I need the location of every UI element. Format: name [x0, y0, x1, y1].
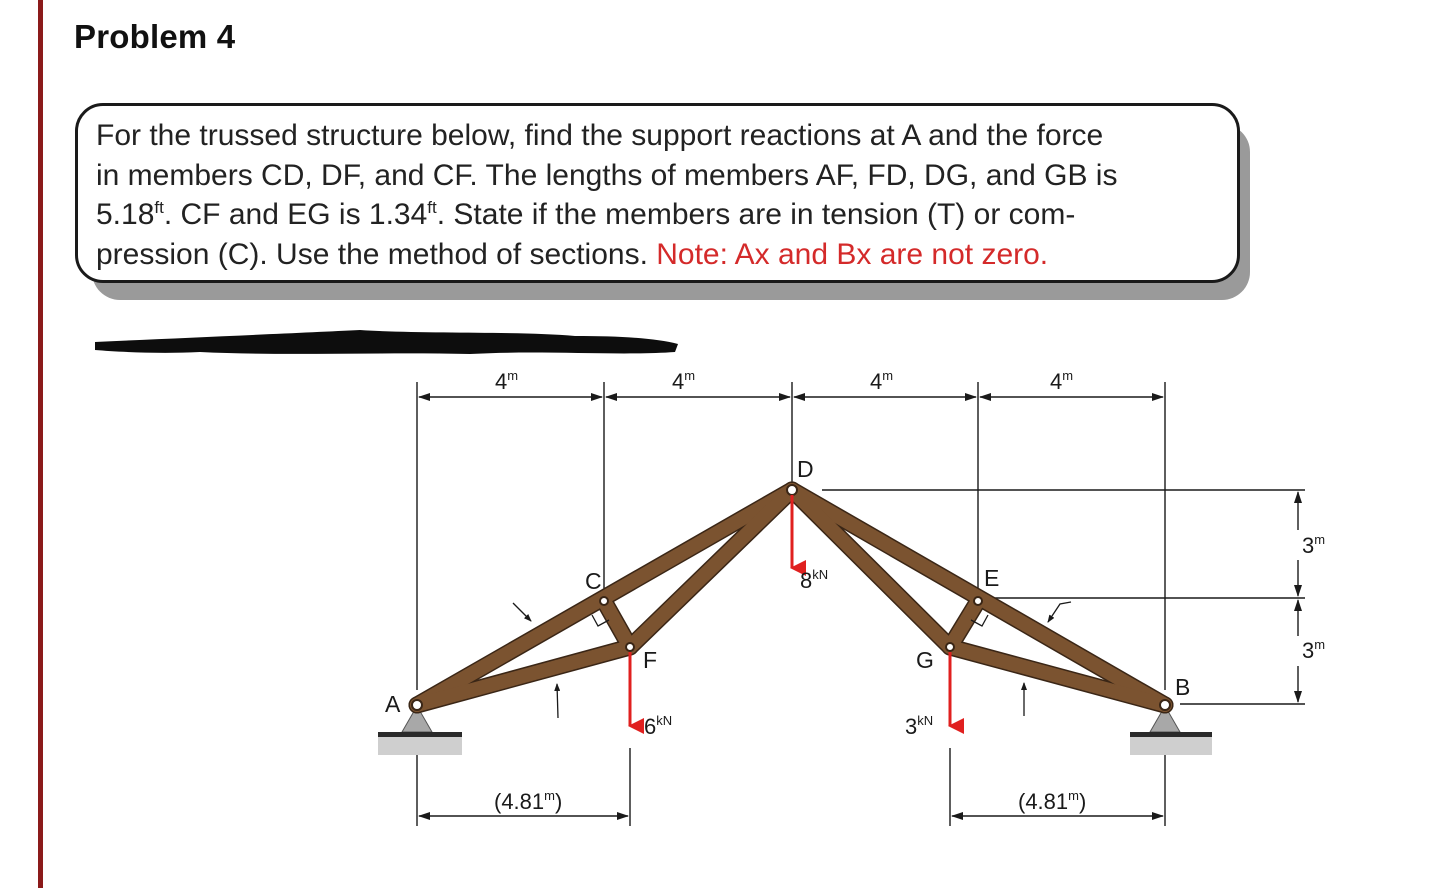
label-A: A: [385, 691, 401, 717]
dim-bottom-left: (4.81m): [494, 788, 562, 814]
label-E: E: [984, 565, 999, 591]
dim-top-1: 4m: [495, 368, 518, 394]
dim-top-2: 4m: [672, 368, 695, 394]
label-F: F: [643, 647, 657, 673]
redaction-mark: [95, 330, 678, 354]
joint-A: [411, 699, 423, 711]
dim-bottom-right: (4.81m): [1018, 788, 1086, 814]
dim-right-2: 3m: [1302, 637, 1325, 663]
label-D: D: [797, 456, 814, 482]
right-angle-E: [970, 614, 989, 627]
label-B: B: [1175, 674, 1190, 700]
statement-line-4: pression (C). Use the method of sections…: [96, 237, 1049, 271]
load-arrows: [628, 495, 964, 734]
dim-top-3: 4m: [870, 368, 893, 394]
dim-right-1: 3m: [1302, 532, 1325, 558]
load-label-F: 6kN: [644, 713, 672, 739]
label-C: C: [585, 568, 602, 594]
joint-G: [945, 642, 955, 652]
joint-C: [599, 596, 609, 606]
problem-title: Problem 4: [74, 18, 236, 55]
joint-D: [786, 484, 798, 496]
label-G: G: [916, 647, 934, 673]
joint-F: [625, 642, 635, 652]
support-B: [1130, 704, 1212, 755]
load-label-G: 3kN: [905, 713, 933, 739]
joint-B: [1159, 699, 1171, 711]
note-text: Note: Ax and Bx are not zero.: [656, 237, 1049, 271]
top-dimension: [416, 382, 1166, 690]
left-margin-rule: [38, 0, 43, 888]
bottom-dimension: [416, 720, 1166, 826]
joint-E: [973, 596, 983, 606]
statement-line-1: For the trussed structure below, find th…: [96, 119, 1104, 152]
statement-line-2: in members CD, DF, and CF. The lengths o…: [96, 158, 1118, 192]
support-A: [378, 704, 462, 755]
member-indicator-arrows: [512, 601, 1072, 719]
statement-box: [75, 103, 1240, 283]
right-angle-C: [591, 614, 610, 627]
truss-joints: [411, 484, 1171, 711]
dim-top-4: 4m: [1050, 368, 1073, 394]
problem-statement: For the trussed structure below, find th…: [96, 116, 1226, 274]
load-label-D: 8kN: [800, 567, 828, 593]
statement-line-3: 5.18ft. CF and EG is 1.34ft. State if th…: [96, 198, 1076, 231]
